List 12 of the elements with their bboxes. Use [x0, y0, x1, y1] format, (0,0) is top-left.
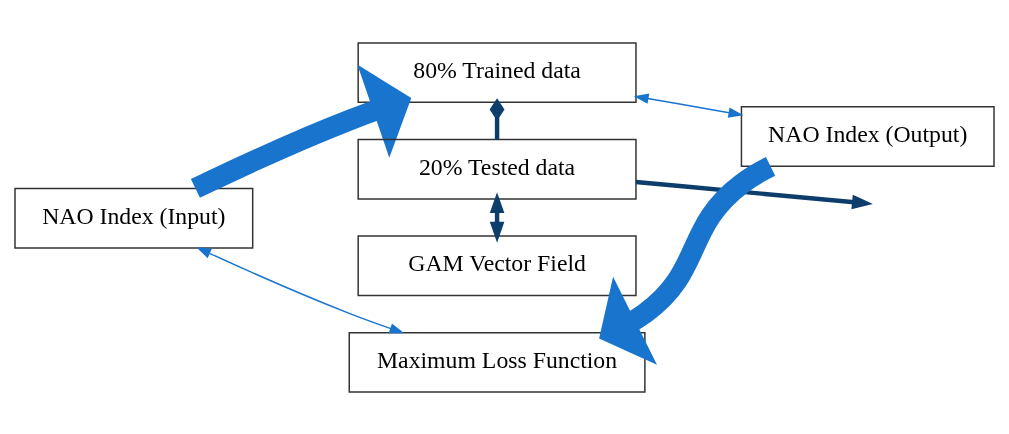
arrow — [190, 64, 412, 198]
node-box: NAO Index (Input) — [14, 187, 254, 249]
node-box: GAM Vector Field — [357, 234, 637, 296]
arrow — [635, 179, 873, 209]
node-box: NAO Index (Output) — [740, 105, 995, 167]
arrow — [489, 191, 505, 243]
arrow — [633, 93, 744, 118]
connector — [489, 97, 505, 139]
arrow — [196, 246, 405, 333]
node-box: 20% Tested data — [357, 138, 637, 200]
node-box: 80% Trained data — [357, 41, 637, 103]
node-box: Maximum Loss Function — [348, 331, 646, 393]
